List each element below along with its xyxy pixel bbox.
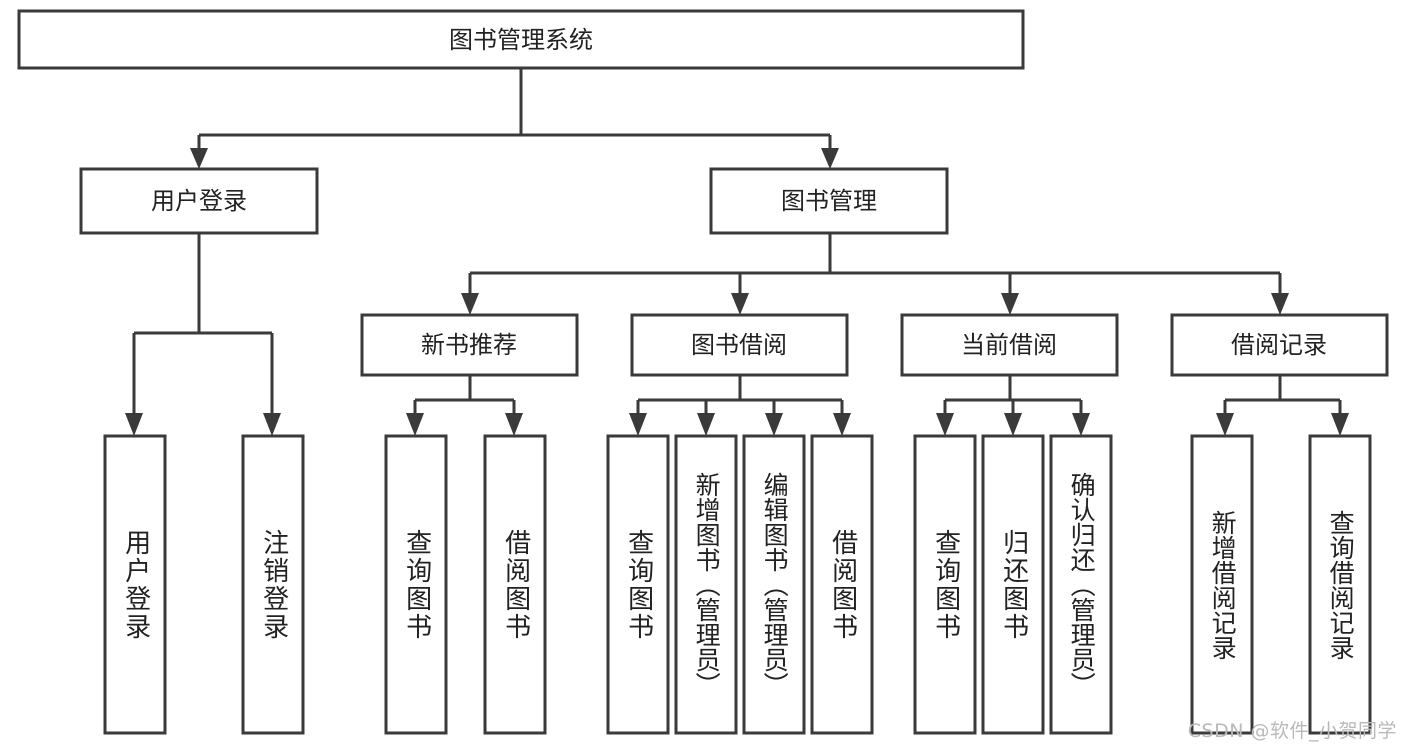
connector-newbooks-to-leaves (406, 375, 523, 436)
connector-records-to-leaves (1216, 375, 1349, 436)
leaf-box-add-book-admin[interactable] (674, 434, 738, 735)
node-new-book-recommend[interactable]: 新书推荐 (360, 313, 579, 377)
node-book-borrow[interactable]: 图书借阅 (630, 313, 849, 377)
node-user-login-label: 用户登录 (151, 187, 247, 215)
leaf-box-query-books-current[interactable] (913, 434, 977, 735)
leaf-box-borrow-book[interactable] (810, 434, 874, 735)
leaf-box-user-login[interactable] (103, 434, 167, 735)
node-current-borrow-label: 当前借阅 (961, 331, 1057, 359)
connector-root-to-level2 (190, 68, 839, 169)
node-root[interactable]: 图书管理系统 (17, 9, 1025, 70)
leaf-box-query-record[interactable] (1308, 434, 1372, 735)
leaf-box-borrow-books-rec[interactable] (483, 434, 547, 735)
node-borrow-records-label: 借阅记录 (1231, 331, 1327, 359)
node-book-management[interactable]: 图书管理 (709, 167, 949, 235)
node-borrow-records[interactable]: 借阅记录 (1170, 313, 1389, 377)
node-book-borrow-label: 图书借阅 (691, 331, 787, 359)
leaf-box-return-book[interactable] (981, 434, 1045, 735)
leaf-box-query-books-rec[interactable] (384, 434, 448, 735)
csdn-watermark: CSDN @软件_小贺同学 (1187, 720, 1397, 742)
leaf-box-confirm-return-admin[interactable] (1049, 434, 1113, 735)
node-root-label: 图书管理系统 (449, 26, 593, 54)
node-user-login[interactable]: 用户登录 (79, 167, 319, 235)
node-new-book-recommend-label: 新书推荐 (421, 331, 517, 359)
connector-borrow-to-leaves (629, 375, 851, 436)
connector-login-to-leaves (125, 233, 281, 436)
leaf-box-edit-book-admin[interactable] (742, 434, 806, 735)
connector-current-to-leaves (936, 375, 1090, 436)
leaf-box-logout[interactable] (241, 434, 305, 735)
node-current-borrow[interactable]: 当前借阅 (900, 313, 1119, 377)
node-book-management-label: 图书管理 (781, 187, 877, 215)
leaf-box-query-books-borrow[interactable] (606, 434, 670, 735)
connector-books-to-level3 (461, 233, 1289, 315)
leaf-box-add-record[interactable] (1190, 434, 1254, 735)
